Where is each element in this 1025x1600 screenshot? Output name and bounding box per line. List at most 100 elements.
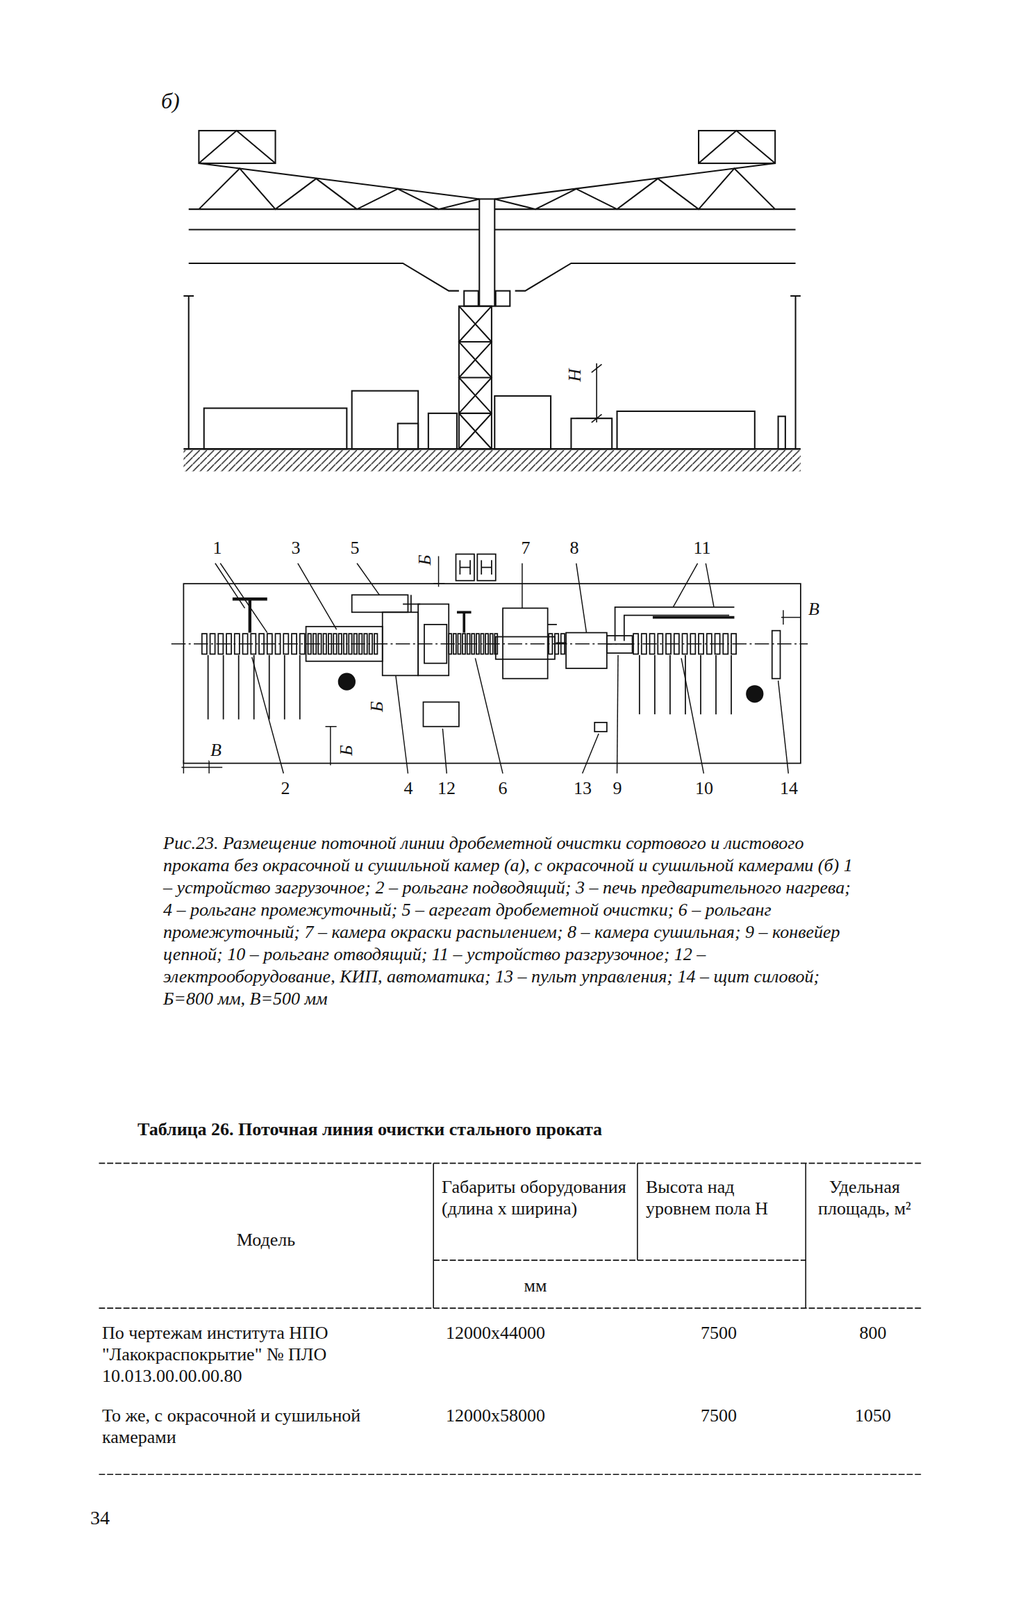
- dimension-line: [181, 766, 223, 768]
- feed-roller: [218, 633, 223, 654]
- table-cell: 800: [859, 1321, 887, 1344]
- leader-lines-part: [617, 654, 619, 773]
- intermediate-roller: [462, 633, 466, 654]
- truss-chord: [198, 163, 480, 199]
- callout-number: 6: [497, 777, 510, 799]
- column-marker: [338, 672, 355, 689]
- discharge-roller: [641, 633, 647, 654]
- leader-lines-part: [356, 563, 380, 596]
- callout-number: 10: [693, 777, 715, 799]
- plan-view-part: [208, 759, 210, 773]
- building-section-part: [459, 412, 492, 414]
- table-cell: 12000х44000: [445, 1321, 546, 1344]
- callout-number: 1: [211, 536, 224, 559]
- plan-view-part: [547, 623, 557, 625]
- floor-hatch: [183, 450, 801, 472]
- paint-booth: [495, 636, 555, 660]
- feed-roller: [202, 633, 207, 654]
- equipment: [778, 415, 786, 449]
- plan-view-part: [183, 759, 185, 773]
- table-rules-part: [433, 1259, 806, 1261]
- unloading-device: [624, 615, 730, 641]
- discharge-roller: [698, 633, 704, 654]
- intermediate-roller: [554, 633, 559, 654]
- discharge-roller: [731, 633, 737, 654]
- table-rules-part: [98, 1306, 923, 1309]
- callout-number: 12: [436, 777, 457, 799]
- callout-number: 13: [572, 777, 594, 799]
- table-header: мм: [524, 1274, 548, 1296]
- lattice-brace: [459, 306, 492, 450]
- intermediate-roller: [448, 633, 452, 654]
- dimension-line: [576, 417, 612, 419]
- plan-view-part: [462, 611, 466, 632]
- equipment: [397, 423, 419, 450]
- table-rules-part: [432, 1162, 435, 1308]
- leader-lines-part: [215, 563, 246, 609]
- dimension-label: Б: [365, 699, 388, 713]
- crane-beam: [515, 263, 796, 291]
- leader-lines-part: [521, 563, 523, 609]
- roller-drive-line: [299, 654, 301, 720]
- dimension-label: H: [563, 367, 586, 384]
- feed-roller: [226, 633, 232, 654]
- leader-lines-part: [681, 657, 704, 773]
- chain-conveyor: [606, 635, 633, 653]
- crane-beam: [188, 263, 460, 291]
- callout-number: 14: [778, 777, 800, 799]
- leader-lines-part: [442, 728, 447, 774]
- equipment: [428, 413, 457, 449]
- table-rules-part: [98, 1162, 923, 1164]
- shot-blast-unit: [382, 611, 419, 675]
- callout-number: 3: [290, 536, 303, 559]
- paint-booth: [502, 607, 548, 678]
- control-desk: [594, 722, 607, 732]
- roller-drive-line: [238, 654, 240, 720]
- leader-lines-part: [395, 675, 409, 773]
- shot-blast-unit: [352, 594, 409, 612]
- callout-number: 7: [520, 536, 532, 559]
- feed-roller: [250, 633, 256, 654]
- plan-view-part: [481, 566, 492, 569]
- furnace-roller: [308, 633, 312, 654]
- furnace: [306, 626, 383, 662]
- building-section: [183, 130, 801, 472]
- discharge-roller: [665, 633, 671, 654]
- discharge-roller: [633, 633, 639, 654]
- dimension-line: [329, 726, 331, 766]
- furnace-roller: [354, 633, 357, 654]
- callout-number: 11: [691, 536, 712, 559]
- truss-web: [494, 168, 775, 210]
- roller-drive-line: [268, 654, 271, 720]
- building-section-part: [183, 295, 194, 297]
- table-cell: 7500: [700, 1404, 737, 1426]
- page-number: 34: [90, 1505, 110, 1530]
- callout-number: 4: [402, 777, 415, 799]
- dimension-label: Б: [335, 743, 357, 757]
- dimension-label: Б: [413, 552, 436, 566]
- leader-lines-part: [705, 563, 714, 607]
- furnace-roller: [374, 633, 378, 654]
- equipment: [204, 408, 348, 450]
- discharge-roller: [690, 633, 696, 654]
- leader-lines-part: [582, 733, 599, 773]
- table-header: Модель: [236, 1228, 296, 1250]
- table-rules-part: [804, 1162, 807, 1308]
- intermediate-roller: [467, 633, 471, 654]
- roller-drive-line: [684, 654, 687, 714]
- leader-lines-part: [672, 563, 698, 607]
- loading-device: [248, 598, 252, 632]
- plan-view-part: [459, 566, 471, 569]
- callout-number: 5: [349, 536, 362, 559]
- roller-drive-line: [222, 654, 225, 720]
- callout-number: 2: [279, 777, 292, 799]
- dimension-label: В: [806, 597, 821, 620]
- discharge-roller: [682, 633, 688, 654]
- table-header: Габариты оборудования (длина х ширина): [441, 1175, 634, 1219]
- drying-chamber: [565, 632, 607, 669]
- plan-view-part: [606, 643, 633, 645]
- discharge-roller: [722, 633, 728, 654]
- intermediate-roller: [561, 633, 565, 654]
- feed-roller: [234, 633, 240, 654]
- dimension-label: В: [209, 738, 223, 761]
